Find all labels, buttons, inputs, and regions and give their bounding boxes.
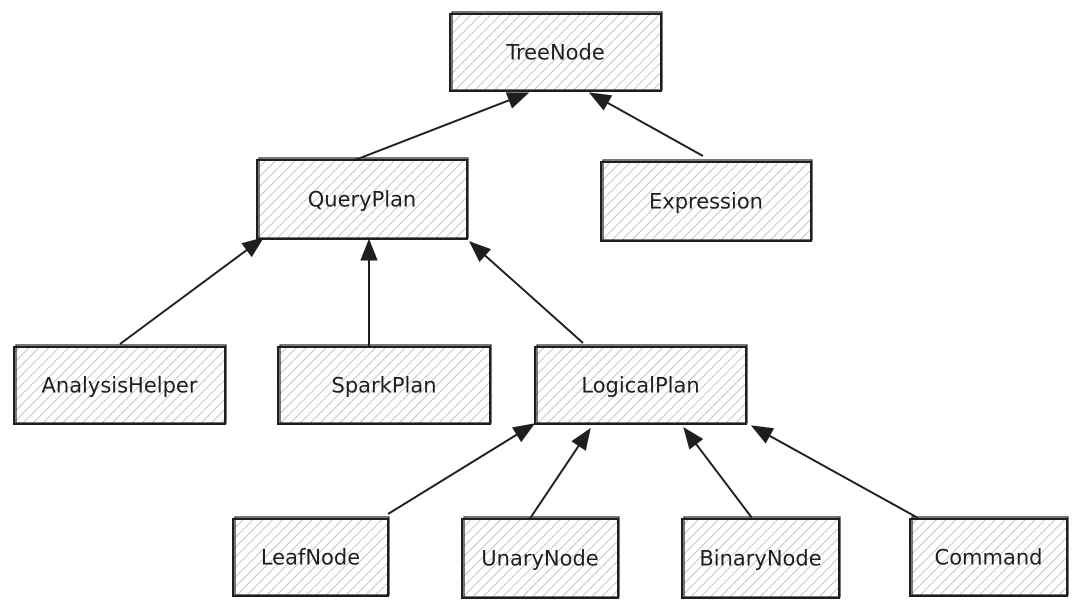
edge-leafnode-to-logicalplan	[387, 433, 518, 515]
node-label: LogicalPlan	[581, 374, 699, 398]
node-binarynode: BinaryNode	[681, 516, 841, 599]
node-label: Expression	[649, 190, 763, 214]
node-label: AnalysisHelper	[42, 374, 198, 398]
node-queryplan: QueryPlan	[256, 157, 469, 240]
edge-binarynode-to-logicalplan	[695, 443, 753, 519]
node-box	[13, 346, 226, 425]
node-box-sketch-stroke	[451, 11, 663, 91]
arrowhead-sparkplan-to-queryplan	[360, 238, 378, 261]
node-leafnode: LeafNode	[232, 516, 390, 597]
node-box	[449, 13, 662, 92]
edge-unarynode-to-logicalplan	[528, 445, 580, 521]
edge-analysishelper-to-queryplan	[119, 249, 248, 345]
node-box	[909, 518, 1068, 597]
node-sparkplan: SparkPlan	[277, 344, 492, 425]
edge-logicalplan-to-queryplan	[484, 254, 584, 344]
node-box	[461, 518, 619, 599]
arrowhead-analysishelper-to-queryplan	[241, 237, 265, 258]
node-box-sketch-stroke	[15, 344, 227, 424]
node-unarynode: UnaryNode	[461, 516, 620, 599]
node-label: LeafNode	[261, 546, 360, 570]
node-box	[600, 161, 812, 242]
node-label: BinaryNode	[699, 547, 821, 571]
node-label: TreeNode	[505, 41, 605, 65]
arrowhead-command-to-logicalplan	[750, 425, 775, 444]
node-logicalplan: LogicalPlan	[534, 344, 748, 425]
node-label: QueryPlan	[308, 188, 417, 212]
node-label: Command	[935, 546, 1043, 570]
node-box	[232, 518, 389, 597]
node-box-sketch-stroke	[463, 516, 620, 598]
node-box-sketch-stroke	[911, 516, 1069, 596]
node-analysishelper: AnalysisHelper	[13, 344, 227, 425]
edges-layer	[119, 92, 919, 521]
edge-command-to-logicalplan	[769, 434, 919, 519]
node-box-sketch-stroke	[234, 516, 390, 596]
arrowhead-queryplan-to-treenode	[505, 92, 530, 109]
arrowhead-unarynode-to-logicalplan	[571, 427, 591, 451]
arrowhead-expression-to-treenode	[588, 92, 613, 111]
node-label: UnaryNode	[481, 547, 598, 571]
node-box	[534, 346, 747, 425]
arrowhead-leafnode-to-logicalplan	[511, 423, 536, 443]
node-expression: Expression	[600, 159, 813, 242]
node-box-sketch-stroke	[602, 159, 813, 241]
node-box-sketch-stroke	[279, 344, 492, 424]
node-box	[681, 518, 840, 599]
edge-expression-to-treenode	[606, 101, 704, 157]
node-box-sketch-stroke	[258, 157, 469, 239]
node-box	[256, 159, 468, 240]
arrowhead-binarynode-to-logicalplan	[683, 426, 704, 450]
node-command: Command	[909, 516, 1069, 597]
node-box-sketch-stroke	[536, 344, 748, 424]
node-box-sketch-stroke	[683, 516, 841, 598]
node-box	[277, 346, 491, 425]
edge-queryplan-to-treenode	[354, 99, 510, 161]
arrowhead-logicalplan-to-queryplan	[468, 241, 492, 263]
node-treenode: TreeNode	[449, 11, 663, 92]
node-label: SparkPlan	[332, 374, 437, 398]
